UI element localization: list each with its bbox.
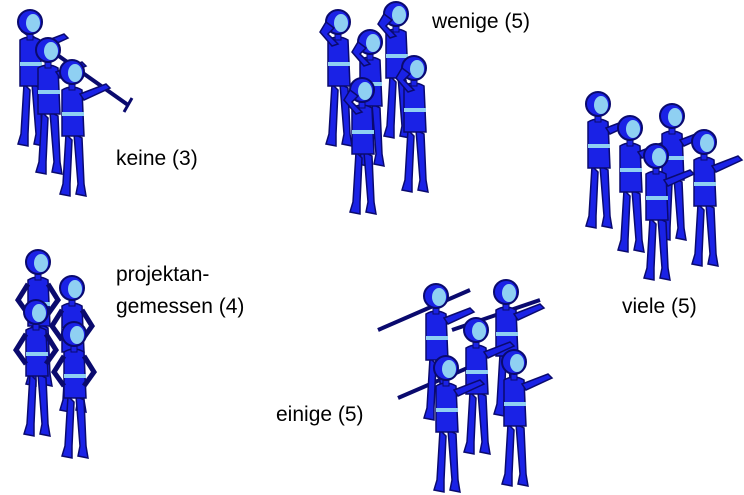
group-wenige-figures <box>319 1 429 215</box>
group-einige-figures <box>377 279 553 493</box>
label-wenige: wenige (5) <box>432 10 531 33</box>
group-viele-figures <box>585 91 743 281</box>
label-einige: einige (5) <box>276 403 364 426</box>
label-viele: viele (5) <box>622 295 697 318</box>
label-projekt-line2: gemessen (4) <box>116 295 245 318</box>
label-keine: keine (3) <box>116 147 198 170</box>
group-keine-figures <box>17 9 134 197</box>
group-projekt-figures <box>12 249 98 459</box>
label-projekt-line1: projektan- <box>116 263 210 286</box>
